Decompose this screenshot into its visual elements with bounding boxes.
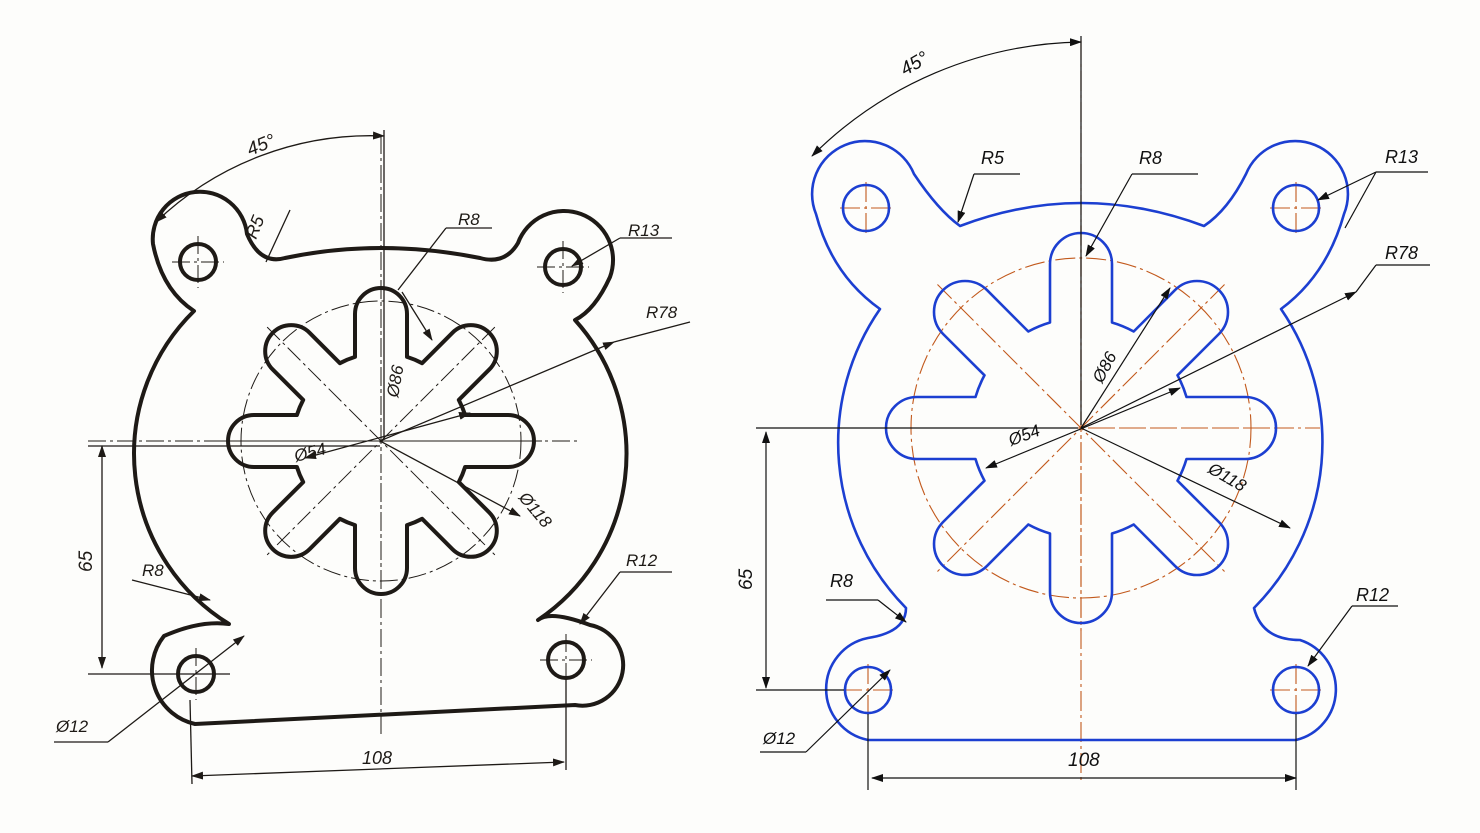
angle-dimension-arc	[811, 38, 1082, 157]
cad-body-radius-label: R78	[1385, 243, 1418, 263]
cad-part-outline	[810, 139, 1350, 742]
cad-lug-fillet-label: R5	[981, 148, 1005, 168]
bolt-hole	[841, 183, 891, 233]
body-diameter-leader	[379, 440, 521, 517]
hole-diameter-leader	[805, 669, 891, 753]
foot-fillet-leader	[877, 599, 907, 623]
sketch-dimension-lines	[54, 130, 691, 785]
hub-diameter-line	[985, 387, 1181, 469]
bolt-hole	[843, 665, 893, 715]
pitch-diameter-leader	[401, 291, 433, 341]
tooth-radius-leader	[397, 227, 447, 291]
bolt-hole	[178, 242, 218, 282]
hub-diameter-line	[304, 412, 471, 459]
body-outline	[810, 139, 1350, 742]
sketch-width-label: 108	[362, 748, 392, 768]
foot-fillet-leader	[131, 579, 211, 602]
cad-foot-radius-label: R12	[1356, 585, 1389, 605]
sketch-foot-fillet-label: R8	[142, 561, 164, 580]
sketch-tooth-radius-label: R8	[458, 210, 480, 229]
bolt-hole	[1271, 665, 1321, 715]
body-radius-leader	[1355, 264, 1377, 293]
star-cutout	[884, 231, 1278, 625]
lug-fillet-leader	[957, 173, 975, 223]
lug-fillet-leader	[265, 209, 291, 263]
body-radius-shelf	[613, 321, 691, 343]
body-radius-leader	[1080, 291, 1357, 429]
width-extension-line	[189, 699, 193, 785]
body-diameter-leader	[1080, 427, 1291, 529]
sketch-height-label: 65	[76, 550, 97, 572]
sketch-foot-radius-label: R12	[626, 551, 658, 570]
sketch-lug-radius-label: R13	[628, 221, 660, 240]
cad-foot-fillet-label: R8	[830, 571, 853, 591]
cad-height-label: 65	[736, 568, 757, 590]
cad-lug-radius-label: R13	[1385, 147, 1418, 167]
cad-width-label: 108	[1068, 750, 1100, 771]
bolt-hole	[1271, 183, 1321, 233]
cad-drawing: 45° R5 R8 R13 R78 Ø86 Ø54 Ø118 65 R8 R12…	[736, 36, 1430, 790]
body-radius-leader	[379, 341, 615, 442]
pitch-diameter-leader	[1080, 287, 1171, 429]
lug-radius-leader	[1317, 171, 1377, 201]
angle-dimension-arc	[155, 131, 385, 223]
foot-radius-leader	[1307, 605, 1353, 667]
cad-hole-diameter-label: Ø12	[762, 729, 796, 748]
foot-radius-leader	[579, 571, 621, 625]
lug-radius-leader	[571, 237, 621, 267]
tooth-radius-leader	[1085, 173, 1133, 257]
body-outline	[132, 189, 629, 726]
hole-diameter-leader	[107, 635, 245, 743]
sketch-body-radius-label: R78	[646, 303, 678, 322]
bolt-hole	[543, 247, 583, 287]
star-cutout	[226, 286, 536, 596]
cad-tooth-radius-label: R8	[1139, 148, 1162, 168]
lug-radius-leader	[1344, 171, 1377, 229]
width-dimension-line	[191, 758, 565, 780]
cad-dimension-lines	[756, 36, 1430, 790]
sketch-hole-diameter-label: Ø12	[55, 717, 89, 736]
